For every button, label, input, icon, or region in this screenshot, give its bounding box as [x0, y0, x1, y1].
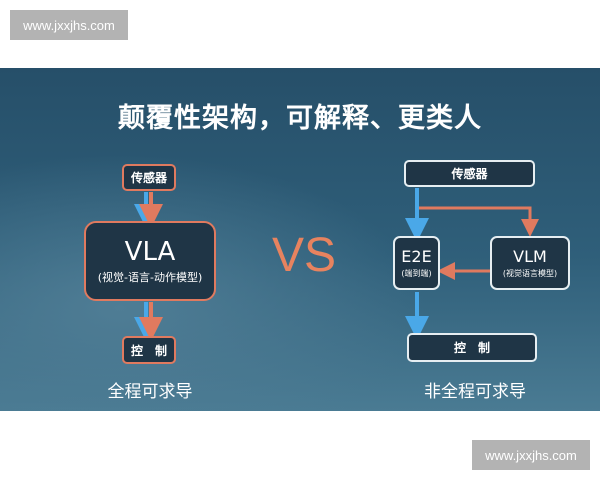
- vlm-sublabel: (视觉语言模型): [502, 269, 558, 278]
- right-arrows: [405, 188, 539, 340]
- vla-box: VLA (视觉-语言-动作模型): [84, 221, 216, 301]
- arrows: [134, 188, 539, 341]
- left-sensor-box: 传感器: [122, 164, 176, 191]
- watermark-top: www.jxxjhs.com: [10, 10, 128, 40]
- e2e-box: E2E (端到端): [393, 236, 440, 290]
- right-caption: 非全程可求导: [424, 382, 526, 402]
- slide-image: 颠覆性架构，可解释、更类人 传感器 VLA (视觉-语言-动作模型) 控 制 全…: [0, 68, 600, 411]
- right-sensor-box: 传感器: [404, 160, 535, 187]
- left-control-box: 控 制: [122, 336, 176, 364]
- left-caption: 全程可求导: [107, 382, 193, 402]
- vlm-label: VLM: [513, 247, 547, 266]
- right-control-box: 控 制: [407, 333, 537, 362]
- vla-label: VLA: [124, 237, 176, 267]
- slide-title: 颠覆性架构，可解释、更类人: [118, 103, 482, 134]
- e2e-sublabel: (端到端): [401, 269, 432, 278]
- vlm-box: VLM (视觉语言模型): [490, 236, 570, 290]
- e2e-label: E2E: [401, 247, 432, 266]
- left-arrows: [134, 192, 163, 341]
- watermark-bottom: www.jxxjhs.com: [472, 440, 590, 470]
- vla-sublabel: (视觉-语言-动作模型): [97, 271, 203, 284]
- vs-label: VS: [272, 229, 337, 282]
